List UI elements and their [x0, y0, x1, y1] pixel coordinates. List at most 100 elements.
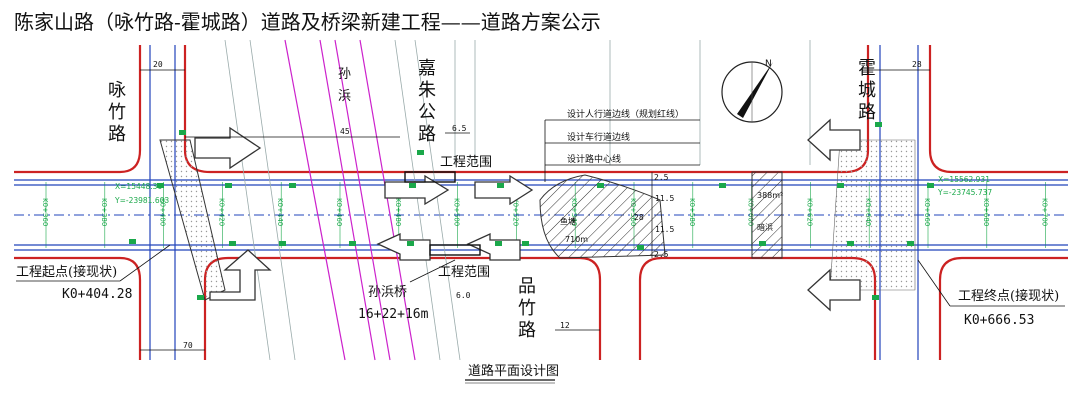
red-line-bottom-left	[14, 256, 142, 360]
survey-marker	[637, 245, 644, 250]
red-line-top-left	[14, 45, 142, 174]
arrow-right-top-center2	[474, 174, 534, 206]
survey-marker	[157, 183, 164, 188]
road-label-huocheng: 霍城路	[858, 58, 876, 123]
chainage-label: K0+600	[747, 198, 755, 226]
svg-text:N: N	[765, 59, 772, 69]
survey-marker	[847, 241, 854, 246]
chainage-label: K0+660	[923, 198, 931, 226]
chainage-label: K0+580	[688, 198, 696, 226]
survey-marker	[417, 150, 424, 155]
traffic-arrows	[194, 118, 861, 312]
coord-start-y: Y=-23981.603	[114, 196, 169, 205]
dim-28b: 28	[634, 213, 644, 222]
survey-marker	[927, 183, 934, 188]
svg-text:孙浜: 孙浜	[338, 67, 351, 104]
road-labels: 咏竹路 霍城路 嘉朱公路 品竹路	[108, 58, 876, 341]
chainage-label: K0+420	[217, 198, 225, 226]
survey-marker	[349, 241, 356, 246]
scope-label-bottom: 工程范围	[438, 265, 490, 280]
start-intersection-area	[159, 139, 226, 301]
survey-marker	[872, 295, 879, 300]
survey-marker	[837, 183, 844, 188]
pond-hatch-area	[539, 174, 666, 259]
survey-marker	[497, 183, 504, 188]
arrow-up-bottom-left	[209, 249, 272, 301]
hatch-area1-label: 388m²	[757, 191, 783, 200]
dim-2-5b: 2.5	[654, 250, 669, 259]
legend-line1: 设计人行道边线（规划红线）	[567, 108, 684, 120]
arrow-right-top-left	[194, 126, 262, 170]
legend-line2: 设计车行道边线	[567, 131, 630, 143]
dim-20: 20	[153, 60, 163, 69]
chainage-label: K0+520	[511, 198, 519, 226]
survey-marker	[522, 241, 529, 246]
dim-70: 70	[183, 341, 193, 350]
survey-marker	[197, 295, 204, 300]
arrow-left-bottom-center2	[466, 232, 521, 261]
dim-45: 45	[340, 127, 350, 136]
river-lines	[284, 39, 416, 361]
dimension-labels: 20 28 45 6.5 6.0 12 70 2.5 11.5 28 11.5 …	[140, 60, 930, 351]
survey-marker	[759, 241, 766, 246]
legend-leaders	[544, 119, 700, 182]
chainage-label: K0+680	[982, 198, 990, 226]
bridge-span-label: 16+22+16m	[358, 307, 429, 322]
dim-2-5a: 2.5	[654, 173, 669, 182]
green-survey-markers	[129, 122, 934, 300]
survey-marker	[179, 130, 186, 135]
chainage-label: K0+700	[1041, 198, 1049, 226]
bridge-name-label: 孙浜桥	[368, 285, 407, 300]
arrow-left-top-right	[807, 118, 861, 162]
end-point-chainage: K0+666.53	[964, 313, 1034, 328]
arrow-left-bottom-right	[807, 268, 861, 312]
river-label: 孙浜	[338, 67, 351, 104]
road-label-pinzhu: 品竹路	[518, 276, 536, 341]
bridge-top-box	[404, 171, 456, 183]
red-line-bottom-far-right	[938, 256, 1068, 360]
drawing-title: 陈家山路（咏竹路-霍城路）道路及桥梁新建工程——道路方案公示	[14, 10, 601, 34]
arrow-right-top-center	[384, 174, 450, 206]
chainage-label: K0+380	[100, 198, 108, 226]
survey-marker	[597, 183, 604, 188]
dim-11-5a: 11.5	[655, 194, 674, 203]
start-point-label: 工程起点(接现状)	[16, 264, 117, 280]
survey-marker	[495, 241, 502, 246]
north-arrow: N	[721, 59, 783, 123]
dim-11-5b: 11.5	[655, 225, 674, 234]
survey-marker	[225, 183, 232, 188]
survey-marker	[907, 241, 914, 246]
creek-hatch-area	[751, 171, 783, 259]
hatch-area2-label: 710m	[565, 235, 588, 244]
survey-marker	[875, 122, 882, 127]
survey-marker	[229, 241, 236, 246]
hatch-label1: 鱼塘	[560, 216, 576, 226]
drawing-caption: 道路平面设计图	[468, 363, 559, 379]
survey-marker	[409, 183, 416, 188]
scope-label-top: 工程范围	[440, 155, 492, 170]
arrow-left-bottom-center	[376, 232, 431, 261]
dim-12: 12	[560, 321, 570, 330]
end-intersection-area	[829, 139, 916, 291]
bridge-bottom-box	[429, 244, 481, 256]
road-label-jiazhu: 嘉朱公路	[418, 58, 436, 145]
chainage-label: K0+400	[159, 198, 167, 226]
chainage-label: K0+440	[276, 198, 284, 226]
chainage-label: K0+620	[805, 198, 813, 226]
hatch-label2: 暗浜	[757, 222, 773, 232]
road-label-yongzhu: 咏竹路	[108, 80, 126, 145]
parcel-lines	[224, 39, 811, 361]
start-point-chainage: K0+404.28	[62, 287, 132, 302]
coord-end-x: X=15562.931	[938, 175, 990, 184]
coord-end-y: Y=-23745.737	[937, 188, 992, 197]
chainage-label: K0+480	[394, 198, 402, 226]
dim-28: 28	[912, 60, 922, 69]
survey-marker	[289, 183, 296, 188]
chainage-label: K0+500	[453, 198, 461, 226]
dim-6-5: 6.5	[452, 124, 467, 133]
survey-marker	[407, 241, 414, 246]
legend-line3: 设计路中心线	[567, 153, 621, 165]
dim-6-0: 6.0	[456, 291, 471, 300]
